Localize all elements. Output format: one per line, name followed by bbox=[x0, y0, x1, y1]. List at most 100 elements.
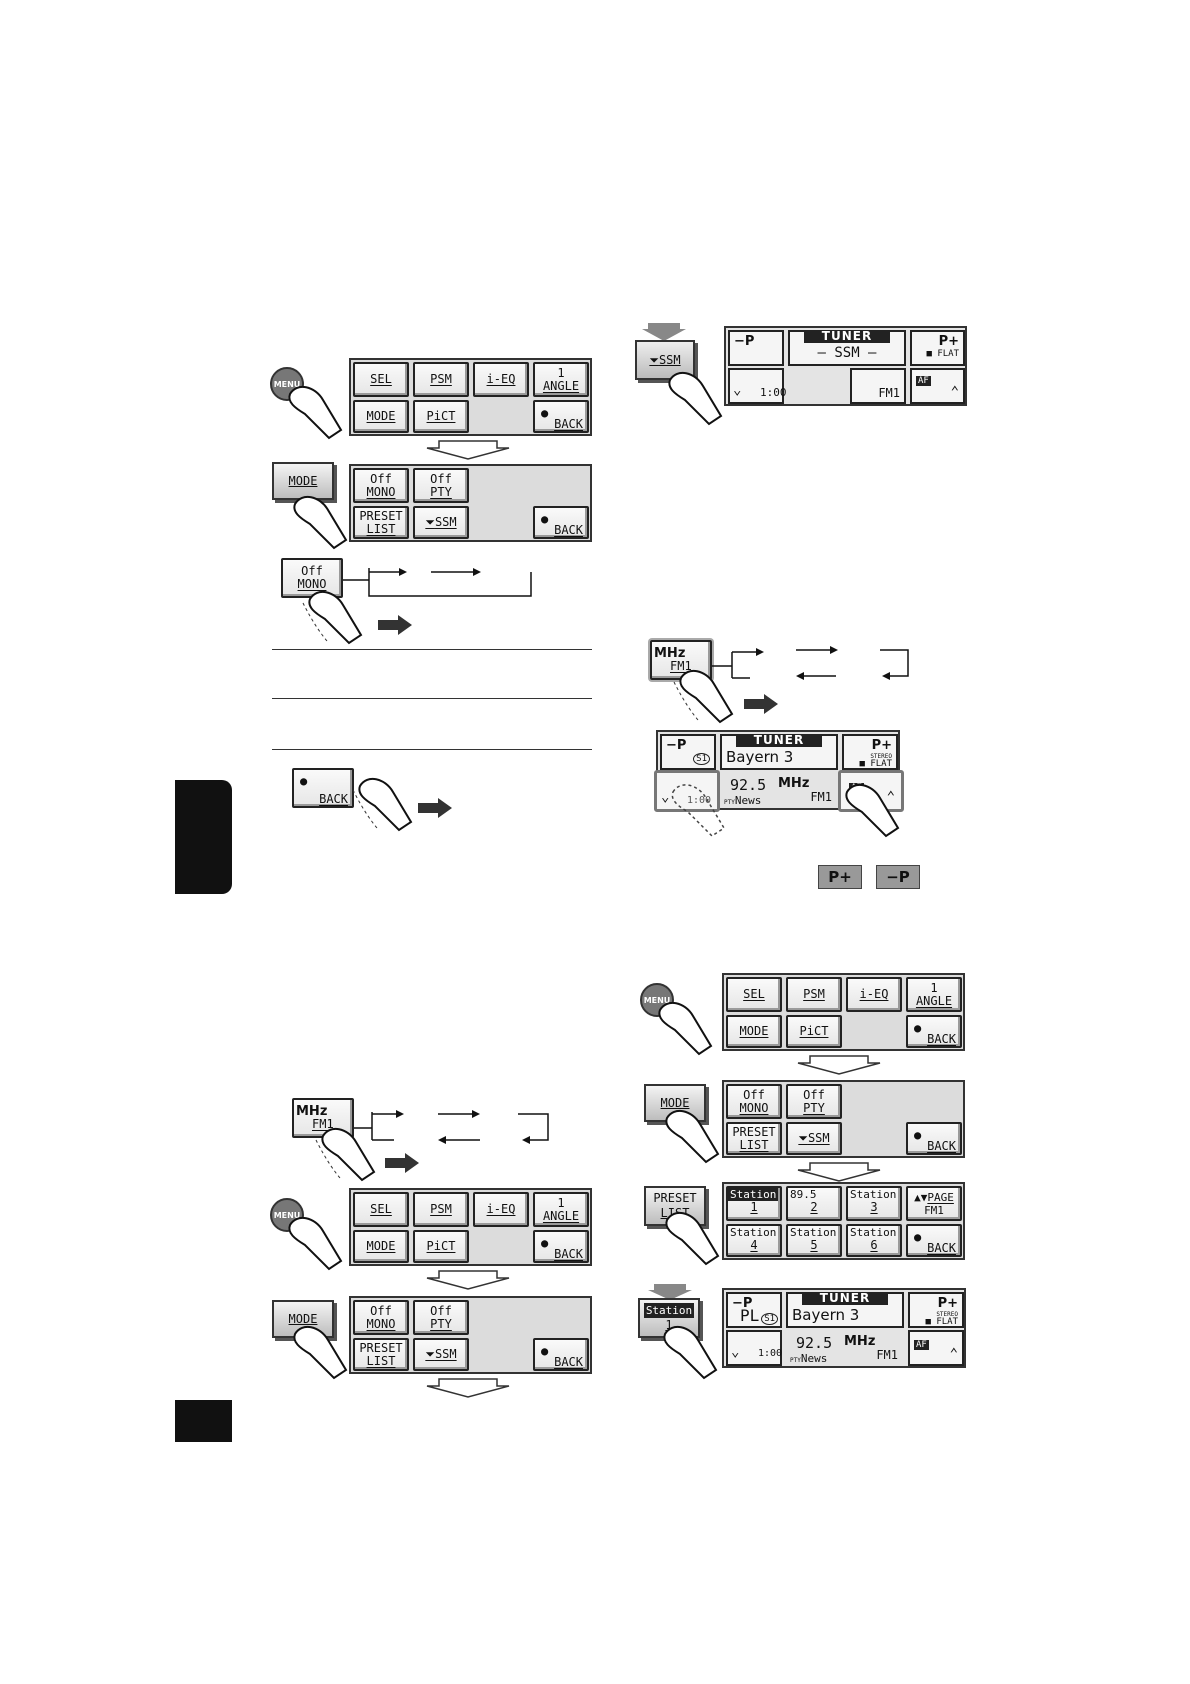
flat-wrap: ■ FLAT bbox=[859, 759, 892, 769]
preset-badge: S1 bbox=[761, 1313, 779, 1325]
mode-hardware-label: MODE bbox=[288, 473, 318, 488]
knob-icon: ● bbox=[541, 1344, 549, 1358]
back-button[interactable]: ●BACK bbox=[533, 506, 589, 539]
sel-button[interactable]: SEL bbox=[353, 1192, 409, 1227]
stereo-indicator: STEREO bbox=[936, 1311, 958, 1318]
ssm-label-wrap: ⏷SSM bbox=[425, 1347, 457, 1361]
tuner-label: TUNER bbox=[736, 734, 822, 747]
pict-button[interactable]: PiCT bbox=[786, 1015, 842, 1048]
next-step-arrow-icon bbox=[426, 1378, 510, 1398]
mode-button[interactable]: MODE bbox=[726, 1015, 782, 1048]
divider bbox=[272, 749, 592, 750]
back-button[interactable]: ●BACK bbox=[906, 1015, 962, 1048]
ieq-button[interactable]: i-EQ bbox=[846, 977, 902, 1012]
preset-item-number: 3 bbox=[870, 1200, 878, 1214]
psm-button[interactable]: PSM bbox=[413, 1192, 469, 1227]
seek-down-button[interactable]: ⌄ bbox=[728, 368, 784, 404]
menu-button[interactable]: MENU bbox=[270, 367, 304, 401]
sel-button[interactable]: SEL bbox=[726, 977, 782, 1012]
back-label: BACK bbox=[554, 1247, 583, 1261]
finger-press-icon bbox=[673, 669, 734, 724]
ieq-label: i-EQ bbox=[486, 1202, 516, 1216]
pty-label: PTY bbox=[430, 484, 452, 499]
preset-item-name: Station bbox=[728, 1188, 779, 1201]
psm-button[interactable]: PSM bbox=[786, 977, 842, 1012]
pict-label: PiCT bbox=[799, 1024, 829, 1038]
back-button[interactable]: ●BACK bbox=[533, 1338, 589, 1371]
pty-label: PTY bbox=[430, 1316, 452, 1331]
stereo-indicator: STEREO bbox=[870, 753, 892, 760]
right-arrow-icon bbox=[744, 694, 778, 714]
finger-icon bbox=[668, 371, 723, 426]
p-minus-button[interactable]: −P bbox=[728, 330, 784, 366]
seek-down-button[interactable]: ⌄1:00 bbox=[726, 1330, 782, 1366]
preset-item-name: Station bbox=[850, 1188, 897, 1201]
menu-button-label: MENU bbox=[273, 379, 301, 389]
ieq-button[interactable]: i-EQ bbox=[473, 362, 529, 397]
seek-down-button[interactable]: ⌄1:00 bbox=[654, 770, 720, 812]
band-button[interactable]: FM1 bbox=[782, 772, 838, 808]
psm-button[interactable]: PSM bbox=[413, 362, 469, 397]
p-plus-icon: P+ bbox=[818, 865, 862, 889]
p-plus-button[interactable]: P+■ FLAT bbox=[910, 330, 965, 366]
pict-button[interactable]: PiCT bbox=[413, 1230, 469, 1263]
ssm-button[interactable]: ⏷SSM bbox=[413, 1338, 469, 1371]
preset-line2: LIST bbox=[366, 521, 396, 536]
back-label: BACK bbox=[554, 523, 583, 537]
finger-press-icon bbox=[352, 777, 413, 832]
band-button[interactable]: FM1 bbox=[850, 368, 906, 404]
flat-label: FLAT bbox=[937, 349, 959, 359]
preset-line2: LIST bbox=[366, 1353, 396, 1368]
pty-name: News bbox=[800, 1352, 828, 1365]
p-plus-button[interactable]: P+STEREO■ FLAT bbox=[842, 734, 898, 770]
tuner-label: TUNER bbox=[804, 330, 890, 343]
back-button[interactable]: ●BACK bbox=[906, 1224, 962, 1257]
pict-button[interactable]: PiCT bbox=[413, 400, 469, 433]
p-plus-button[interactable]: P+STEREO■ FLAT bbox=[908, 1292, 964, 1328]
page-number-box bbox=[175, 1400, 232, 1442]
seek-up-button[interactable]: AF⌃ bbox=[908, 1330, 964, 1366]
mode-button[interactable]: MODE bbox=[353, 1230, 409, 1263]
back-button[interactable]: ●BACK bbox=[533, 400, 589, 433]
preset-line1: PRESET bbox=[359, 1340, 403, 1355]
p-minus-icon-label: −P bbox=[886, 868, 910, 886]
clock: 1:00 bbox=[758, 1348, 783, 1359]
band-button[interactable]: FM1 bbox=[848, 1330, 904, 1366]
seek-up-button[interactable]: AF⌃ bbox=[910, 368, 965, 404]
mode-button[interactable]: MODE bbox=[353, 400, 409, 433]
back-button[interactable]: ●BACK bbox=[906, 1122, 962, 1155]
back-button-large[interactable]: ●BACK bbox=[292, 768, 354, 808]
pict-label: PiCT bbox=[426, 1239, 456, 1253]
ieq-button[interactable]: i-EQ bbox=[473, 1192, 529, 1227]
knob-icon: ● bbox=[541, 406, 549, 420]
ssm-button[interactable]: ⏷SSM bbox=[786, 1122, 842, 1155]
band-unit: MHz bbox=[296, 1104, 328, 1119]
sel-button[interactable]: SEL bbox=[353, 362, 409, 397]
back-button[interactable]: ●BACK bbox=[533, 1230, 589, 1263]
ssm-button[interactable]: ⏷SSM bbox=[413, 506, 469, 539]
menu-button[interactable]: MENU bbox=[270, 1198, 304, 1232]
